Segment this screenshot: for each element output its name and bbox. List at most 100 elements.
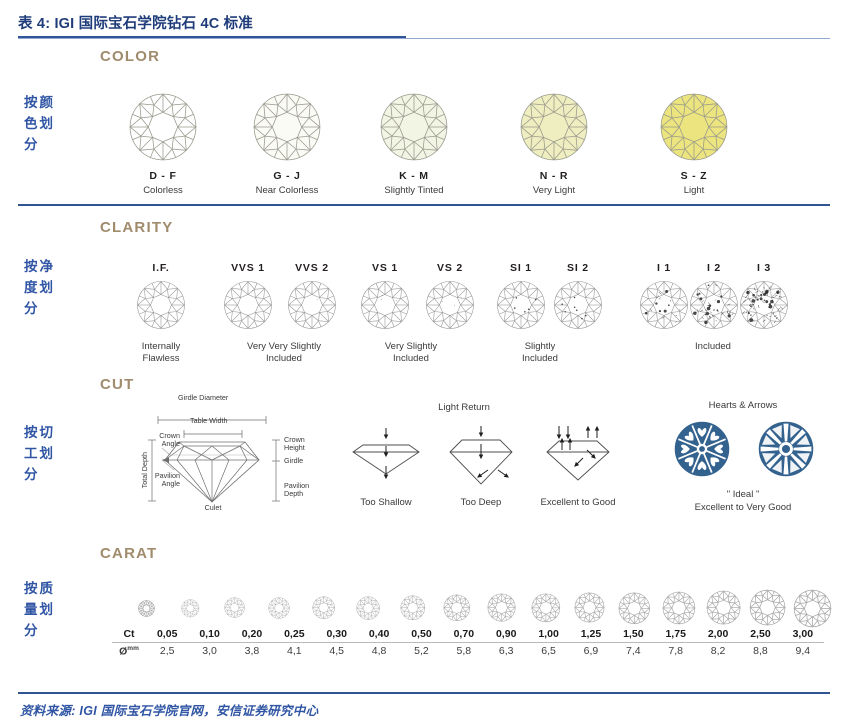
anatomy-label-table-width: Table Width [190, 416, 228, 425]
light-return-label: Excellent to Good [540, 497, 616, 508]
page-title: 表 4: IGI 国际宝石学院钻石 4C 标准 [18, 16, 254, 32]
diamond-icon [181, 598, 200, 618]
diamond-icon [123, 92, 203, 162]
diamond-icon [546, 280, 610, 330]
clarity-grade-label: VS 2 [437, 262, 463, 274]
carat-gem-cell [790, 589, 834, 628]
carat-gem-cell [213, 597, 257, 619]
title-rule [18, 38, 830, 39]
diamond-icon [443, 594, 471, 622]
color-grade-label: K - M [399, 170, 429, 182]
carat-mm-cell: 4,1 [287, 645, 302, 658]
diamond-icon [356, 596, 380, 620]
light-return-cell: Too Deep [433, 424, 529, 509]
diamond-icon [247, 92, 327, 162]
carat-mm-cell: 9,4 [795, 645, 811, 658]
carat-gem-cell [124, 599, 168, 617]
carat-mm-cell: 2,5 [159, 645, 175, 658]
carat-mm-cell: 4,5 [329, 645, 344, 658]
clarity-grade-label: SI 2 [567, 262, 589, 274]
clarity-grade-label: VS 1 [372, 262, 398, 274]
row-label-carat: 按质量划分 [24, 581, 55, 638]
clarity-grade-label: I 3 [756, 262, 772, 274]
carat-ct-cell: 0,25 [284, 628, 305, 640]
cut-profile-icon [433, 424, 529, 488]
carat-gem-cell [701, 590, 745, 626]
diameter-symbol-icon: Ø [119, 645, 128, 658]
carat-ct-cell: 1,25 [580, 628, 602, 640]
anatomy-label-culet: Culet [204, 503, 222, 512]
anatomy-label-crown-height: Crown Height [284, 435, 305, 453]
carat-gem-cell [746, 589, 790, 626]
color-grade-label: G - J [273, 170, 301, 182]
carat-gem-cell [168, 598, 212, 618]
carat-gem-cell [302, 596, 346, 620]
clarity-gem-cell: VVS 2 [280, 262, 344, 330]
carat-row-header-ct: Ct [123, 628, 135, 640]
diamond-icon [489, 280, 553, 330]
clarity-grade-label: SI 1 [510, 262, 532, 274]
anatomy-label-girdle: Girdle [284, 456, 304, 465]
light-return-title: Light Return [438, 402, 490, 413]
section-heading-carat: CARAT [100, 545, 158, 562]
carat-gem-cell [257, 597, 301, 619]
clarity-grade-label: VVS 2 [295, 262, 329, 274]
diamond-icon [374, 92, 454, 162]
color-caption: Very Light [532, 185, 576, 196]
source-note: 资料来源: IGI 国际宝石学院官网，安信证券研究中心 [20, 704, 319, 718]
carat-mm-cell: 6,3 [498, 645, 514, 658]
clarity-gem-cell: I.F. [129, 262, 193, 330]
carat-ct-cell: 0,40 [368, 628, 390, 640]
footer-rule [18, 692, 830, 694]
cut-profile-icon [338, 424, 434, 488]
carat-mm-cell: 5,8 [456, 645, 472, 658]
diamond-icon [353, 280, 417, 330]
diamond-icon [224, 597, 246, 619]
carat-ct-cell: 0,30 [326, 628, 347, 640]
carat-ct-cell: 1,50 [623, 628, 644, 640]
clarity-gem-cell: I 3 [732, 262, 796, 330]
diamond-icon [137, 599, 155, 617]
carat-ct-cell: 0,05 [156, 628, 178, 640]
carat-gem-cell [524, 593, 568, 623]
carat-gem-cell [390, 595, 434, 621]
color-grade-label: S - Z [680, 170, 708, 182]
carat-ct-cell: 0,70 [453, 628, 475, 640]
anatomy-label-pavilion-angle: Pavilion Angle [154, 471, 180, 489]
diamond-icon [312, 596, 335, 620]
carat-gem-cell [346, 596, 390, 620]
carat-gem-cell [612, 592, 656, 625]
carat-gem-cell [435, 594, 479, 622]
clarity-caption: Very Slightly Included [384, 341, 438, 364]
diamond-icon [268, 597, 290, 619]
carat-mm-cell: 3,0 [202, 645, 217, 658]
carat-mm-cell: 5,2 [414, 645, 429, 658]
diamond-icon [399, 595, 426, 621]
carat-mm-cell: 4,8 [371, 645, 387, 658]
clarity-grade-label: I 1 [656, 262, 672, 274]
diamond-icon [632, 280, 696, 330]
light-return-cell: Excellent to Good [530, 424, 626, 509]
carat-mm-cell: 8,8 [753, 645, 768, 658]
section-heading-cut: CUT [100, 376, 135, 393]
diamond-icon [574, 592, 606, 624]
hearts-arrows-caption-line2: Excellent to Very Good [694, 502, 792, 513]
carat-ct-cell: 0,20 [241, 628, 263, 640]
clarity-gem-cell: VS 2 [418, 262, 482, 330]
clarity-caption: Slightly Included [522, 341, 558, 364]
arrows-pattern-icon [757, 420, 815, 478]
hearts-pattern-icon [673, 420, 731, 478]
clarity-gem-cell: VVS 1 [216, 262, 280, 330]
color-grade-label: D - F [149, 170, 177, 182]
diamond-anatomy-diagram: Girdle Diameter Table Width Crown Angle … [132, 393, 322, 518]
carat-row-header-diameter: Ømm [112, 643, 146, 660]
color-caption: Light [683, 185, 705, 196]
diamond-icon [280, 280, 344, 330]
carat-mm-cell: 7,4 [626, 645, 641, 658]
clarity-grade-label: I 2 [706, 262, 722, 274]
light-return-label: Too Deep [460, 497, 502, 508]
